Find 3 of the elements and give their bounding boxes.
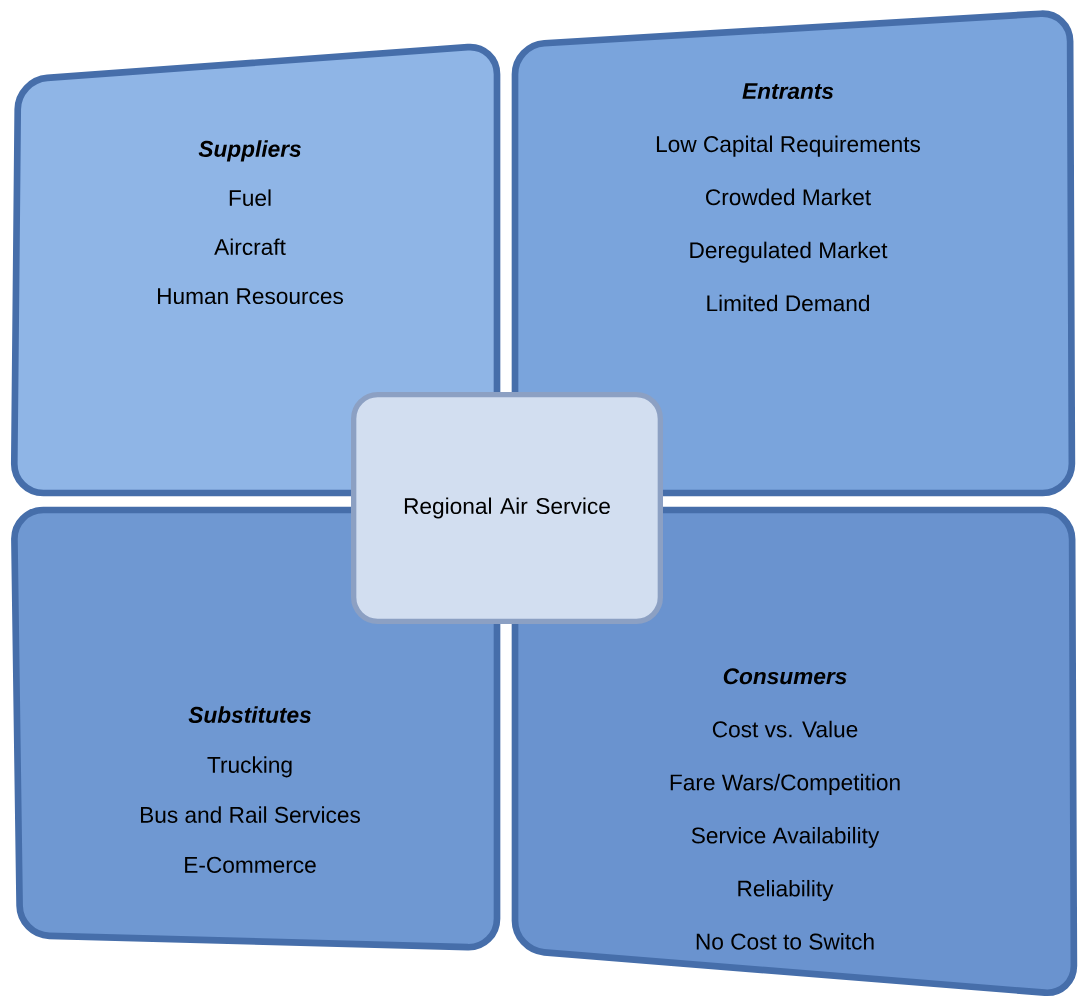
quadrant-panel: Suppliers Fuel Aircraft Human Resources xyxy=(10,43,501,497)
center-box: Regional Air Service xyxy=(351,392,663,624)
quadrant-panel: Entrants Low Capital Requirements Crowded Market Deregulated Market Limited Demand xyxy=(511,10,1076,497)
